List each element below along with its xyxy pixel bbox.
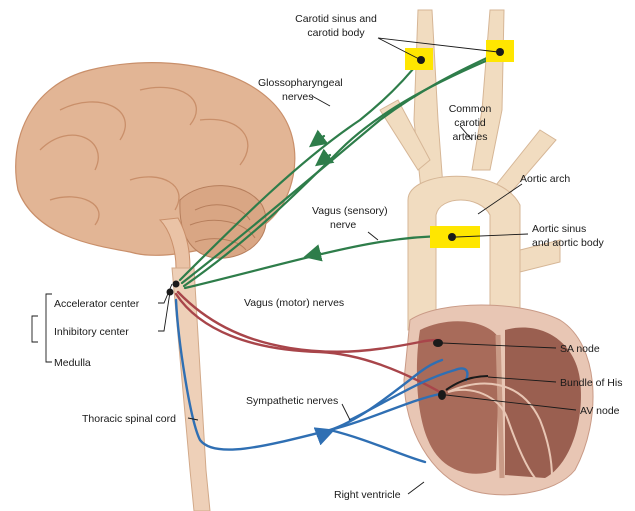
label-carotid-sinus-2: carotid body xyxy=(307,27,365,39)
cerebellum xyxy=(179,185,267,259)
av-node-dot xyxy=(438,390,446,400)
label-medulla: Medulla xyxy=(54,357,91,369)
heart-chamber-right xyxy=(505,327,581,478)
carotid-body-right-dot xyxy=(496,48,504,56)
label-bundle-of-his: Bundle of His xyxy=(560,377,622,389)
arteries xyxy=(379,9,561,341)
sympathetic-nerve-branch-3 xyxy=(348,367,469,422)
label-vagus-sensory-1: Vagus (sensory) xyxy=(312,205,388,217)
label-aortic-sinus-1: Aortic sinus xyxy=(532,223,586,235)
left-carotid-artery xyxy=(413,9,445,201)
sympathetic-nerve-trunk xyxy=(174,298,444,451)
label-aortic-arch: Aortic arch xyxy=(520,173,570,185)
bundle-of-his-line xyxy=(445,375,489,391)
ascending-vessel xyxy=(519,239,561,273)
label-av-node: AV node xyxy=(580,405,620,417)
vagus-motor-nerve-2 xyxy=(174,292,442,394)
sympathetic-nerve-branch-1 xyxy=(328,392,442,432)
label-carotid-sinus-1: Carotid sinus and xyxy=(295,13,377,25)
bundle-of-his-fibers xyxy=(447,388,536,479)
label-right-ventricle: Right ventricle xyxy=(334,489,401,501)
spinal-cord xyxy=(171,267,211,511)
sympathetic-nerve-branch-2 xyxy=(328,428,427,464)
right-carotid-artery xyxy=(471,9,505,171)
label-glossopharyngeal-1: Glossopharyngeal xyxy=(258,77,343,89)
brain xyxy=(15,62,296,511)
sa-node-dot xyxy=(433,339,443,347)
aortic-body-dot xyxy=(448,233,456,241)
label-sympathetic-nerves: Sympathetic nerves xyxy=(246,395,338,407)
heart xyxy=(403,304,594,496)
glossopharyngeal-nerve-3 xyxy=(182,53,502,288)
labels: Carotid sinus and carotid body Glossopha… xyxy=(54,13,622,501)
vagus-motor-nerve-1 xyxy=(176,290,442,353)
cerebrum-folds xyxy=(39,86,249,226)
label-vagus-motor: Vagus (motor) nerves xyxy=(244,297,344,309)
label-common-carotid-1: Common xyxy=(449,103,492,115)
label-inhibitory-center: Inhibitory center xyxy=(54,326,129,338)
subclavian-branch xyxy=(379,99,431,171)
label-accelerator-center: Accelerator center xyxy=(54,298,140,310)
heart-chamber-left xyxy=(416,321,500,474)
nerves xyxy=(174,50,502,464)
label-aortic-sinus-2: and aortic body xyxy=(532,237,605,249)
bundle-of-his-fibers-2 xyxy=(447,382,553,479)
label-common-carotid-3: arteries xyxy=(452,131,487,143)
label-glossopharyngeal-2: nerves xyxy=(282,91,314,103)
vagus-sensory-nerve xyxy=(183,234,452,290)
label-vagus-sensory-2: nerve xyxy=(330,219,356,231)
label-common-carotid-2: carotid xyxy=(454,117,486,129)
glossopharyngeal-nerve-2 xyxy=(180,50,502,285)
label-thoracic-spinal-cord: Thoracic spinal cord xyxy=(82,413,176,425)
label-sa-node: SA node xyxy=(560,343,600,355)
leader-lines xyxy=(31,37,577,495)
glossopharyngeal-nerve-1 xyxy=(178,56,424,282)
accelerator-center-dot xyxy=(172,280,180,288)
